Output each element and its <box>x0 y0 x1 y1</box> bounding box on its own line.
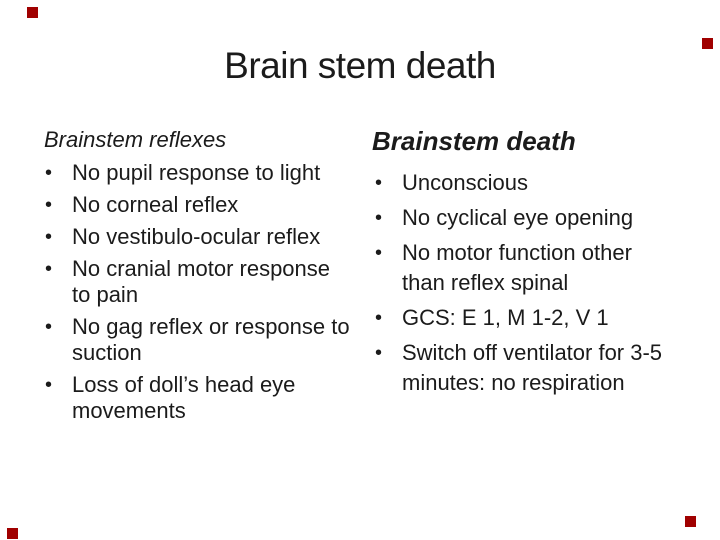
list-item: • No corneal reflex <box>44 192 362 218</box>
list-item: • GCS: E 1, M 1-2, V 1 <box>372 303 712 333</box>
list-item: • No motor function other than reflex sp… <box>372 238 712 298</box>
left-column: Brainstem reflexes • No pupil response t… <box>44 126 362 430</box>
bullet-icon: • <box>45 162 53 184</box>
bullet-icon: • <box>45 316 53 338</box>
slide-title: Brain stem death <box>224 45 496 86</box>
bullet-icon: • <box>375 342 383 364</box>
corner-mark-bottom-right-icon <box>685 516 696 527</box>
list-item-text: No motor function other than reflex spin… <box>402 240 632 295</box>
bullet-icon: • <box>45 194 53 216</box>
list-item-text: Unconscious <box>402 170 528 195</box>
list-item-text: No gag reflex or response to suction <box>72 314 350 365</box>
list-item-text: No cyclical eye opening <box>402 205 634 230</box>
list-item: • No vestibulo-ocular reflex <box>44 224 362 250</box>
list-item-text: GCS: E 1, M 1-2, V 1 <box>402 305 609 330</box>
list-item-text: No cranial motor response to pain <box>72 256 331 307</box>
list-item: • No cyclical eye opening <box>372 203 712 233</box>
bullet-icon: • <box>375 242 383 264</box>
list-item: • No gag reflex or response to suction <box>44 314 362 366</box>
list-item-text: No corneal reflex <box>72 192 239 217</box>
bullet-icon: • <box>375 307 383 329</box>
right-column-list: • Unconscious • No cyclical eye opening … <box>372 168 712 398</box>
list-item-text: Loss of doll’s head eye movements <box>72 372 296 423</box>
list-item-text: No vestibulo-ocular reflex <box>72 224 321 249</box>
bullet-icon: • <box>45 374 53 396</box>
corner-mark-bottom-left-icon <box>7 528 18 539</box>
right-column-heading: Brainstem death <box>372 126 576 156</box>
bullet-icon: • <box>375 207 383 229</box>
list-item: • Unconscious <box>372 168 712 198</box>
bullet-icon: • <box>45 226 53 248</box>
right-column: Brainstem death • Unconscious • No cycli… <box>372 126 712 403</box>
corner-mark-top-right-icon <box>702 38 713 49</box>
list-item: • No pupil response to light <box>44 160 362 186</box>
left-column-list: • No pupil response to light • No cornea… <box>44 160 362 424</box>
corner-mark-top-left-icon <box>27 7 38 18</box>
left-column-heading: Brainstem reflexes <box>44 127 227 152</box>
list-item-text: Switch off ventilator for 3-5 minutes: n… <box>402 340 663 395</box>
list-item: • Switch off ventilator for 3-5 minutes:… <box>372 338 712 398</box>
bullet-icon: • <box>375 172 383 194</box>
list-item: • Loss of doll’s head eye movements <box>44 372 362 424</box>
list-item-text: No pupil response to light <box>72 160 321 185</box>
bullet-icon: • <box>45 258 53 280</box>
list-item: • No cranial motor response to pain <box>44 256 362 308</box>
